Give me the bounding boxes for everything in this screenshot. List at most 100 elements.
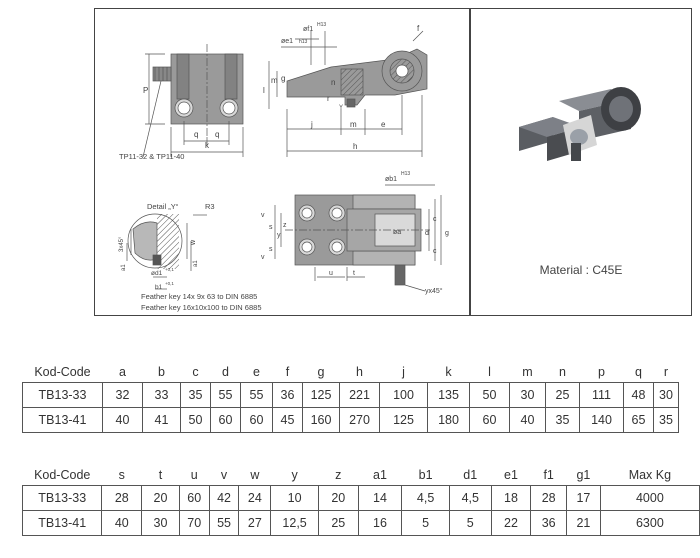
table-cell: 4000 (599, 485, 700, 511)
table-cell: 17 (566, 485, 601, 511)
table-cell: 111 (579, 382, 624, 408)
material-label: Material : C45E (539, 263, 623, 277)
header-cell: k (445, 365, 452, 379)
header-cell: g (317, 365, 325, 379)
label-m2: m (350, 120, 357, 129)
label-f1: øf1 (303, 26, 313, 33)
label-h: h (353, 142, 357, 151)
label-g: g (281, 74, 285, 83)
table-cell: 160 (302, 407, 340, 433)
table-cell: 12,5 (270, 510, 319, 536)
table-cell: 18 (490, 485, 532, 511)
table-cell: 270 (339, 407, 380, 433)
table-cell: 25 (545, 382, 580, 408)
header-cell: w (250, 468, 260, 482)
dimensions-table-1: Kod-Code a b c d e f g h j k l m n p q r… (22, 362, 679, 433)
header-cell: n (559, 365, 566, 379)
header-cell: r (663, 365, 669, 379)
label-e1: øe1 (281, 38, 293, 45)
label-v2: v (261, 254, 265, 261)
header-cell: s (118, 468, 125, 482)
header-cell: Kod-Code (34, 365, 91, 379)
table-cell: 30 (141, 510, 180, 536)
table-cell: 40 (102, 407, 143, 433)
table-cell: 16 (357, 510, 403, 536)
table-cell: 135 (427, 382, 470, 408)
side-view (268, 30, 428, 157)
table-cell: 33 (142, 382, 181, 408)
part-image (519, 87, 641, 161)
table-cell: 28 (101, 485, 143, 511)
header-cell: z (335, 468, 342, 482)
table-cell: 24 (238, 485, 272, 511)
table-cell: 180 (427, 407, 470, 433)
label-b1-small: b1 (155, 284, 163, 291)
header-cell: a1 (373, 468, 387, 482)
label-c: c (433, 216, 437, 223)
technical-drawing-frame: P q q k TP11-32 & TP11-40 øe1 h13 øf1 H1… (94, 8, 470, 316)
table-cell: 35 (180, 382, 211, 408)
table-cell: 35 (545, 407, 580, 433)
table-cell: 6300 (599, 510, 700, 536)
label-c2: c (433, 248, 437, 255)
front-view (142, 44, 244, 158)
ref-note: TP11-32 & TP11-40 (119, 152, 184, 161)
label-v: v (261, 212, 265, 219)
label-j: j (310, 120, 313, 129)
label-r3: R3 (205, 202, 215, 211)
table-cell: 4,5 (401, 485, 450, 511)
table-cell: 27 (238, 510, 272, 536)
table-cell: 221 (339, 382, 380, 408)
header-cell: h (356, 365, 363, 379)
label-chamfer-yx45: yx45° (425, 287, 443, 295)
table-cell: 70 (178, 510, 210, 536)
table-cell: TB13-41 (22, 407, 103, 433)
header-cell: f1 (543, 468, 554, 482)
table-header-row: Kod-Code a b c d e f g h j k l m n p q r (23, 362, 679, 383)
technical-drawing: P q q k TP11-32 & TP11-40 øe1 h13 øf1 H1… (119, 22, 449, 312)
label-detail: Detail „Y“ (147, 202, 179, 211)
table-header-row: Kod-Code s t u v w y z a1 b1 d1 e1 f1 g1… (23, 465, 700, 486)
table-cell: 48 (623, 382, 654, 408)
header-cell: d (222, 365, 229, 379)
table-cell: 50 (469, 382, 510, 408)
table-cell: 4,5 (448, 485, 492, 511)
table-cell: 42 (208, 485, 240, 511)
header-cell: l (488, 365, 491, 379)
label-chamfer-3x45: 3x45° (119, 236, 125, 252)
table-cell: 55 (208, 510, 240, 536)
table-cell: 140 (579, 407, 624, 433)
label-d1-tol: +0,1 (165, 267, 174, 272)
label-b1-small-tol: +0,1 (165, 281, 174, 286)
table-cell: 30 (653, 382, 679, 408)
table-row: TB13-41 40 41 50 60 60 45 160 270 125 18… (22, 407, 679, 433)
table-cell: 22 (490, 510, 532, 536)
table-cell: 55 (210, 382, 241, 408)
table-cell: 14 (357, 485, 403, 511)
top-view (274, 184, 442, 292)
header-cell: m (522, 365, 533, 379)
table-cell: 5 (401, 510, 450, 536)
label-z: z (283, 222, 287, 229)
table-cell: 125 (302, 382, 340, 408)
label-w: w (190, 239, 197, 246)
label-l: l (263, 86, 265, 95)
table-cell: 100 (379, 382, 428, 408)
detail-y-view (126, 213, 207, 290)
table-cell: 35 (653, 407, 679, 433)
table-row: TB13-41 40 30 70 55 27 12,5 25 16 5 5 22… (21, 510, 700, 536)
label-m: m (271, 76, 278, 85)
header-cell: f (285, 365, 290, 379)
table-cell: 32 (102, 382, 143, 408)
table-cell: 60 (240, 407, 273, 433)
label-q: q (194, 130, 198, 139)
header-cell: q (635, 365, 642, 379)
label-e: e (381, 120, 386, 129)
header-cell: j (402, 365, 405, 379)
header-cell: Max Kg (628, 468, 672, 482)
table-cell: 60 (210, 407, 241, 433)
header-cell: p (598, 365, 605, 379)
table-cell: TB13-33 (21, 485, 103, 511)
header-cell: e1 (504, 468, 518, 482)
table-cell: TB13-41 (21, 510, 103, 536)
